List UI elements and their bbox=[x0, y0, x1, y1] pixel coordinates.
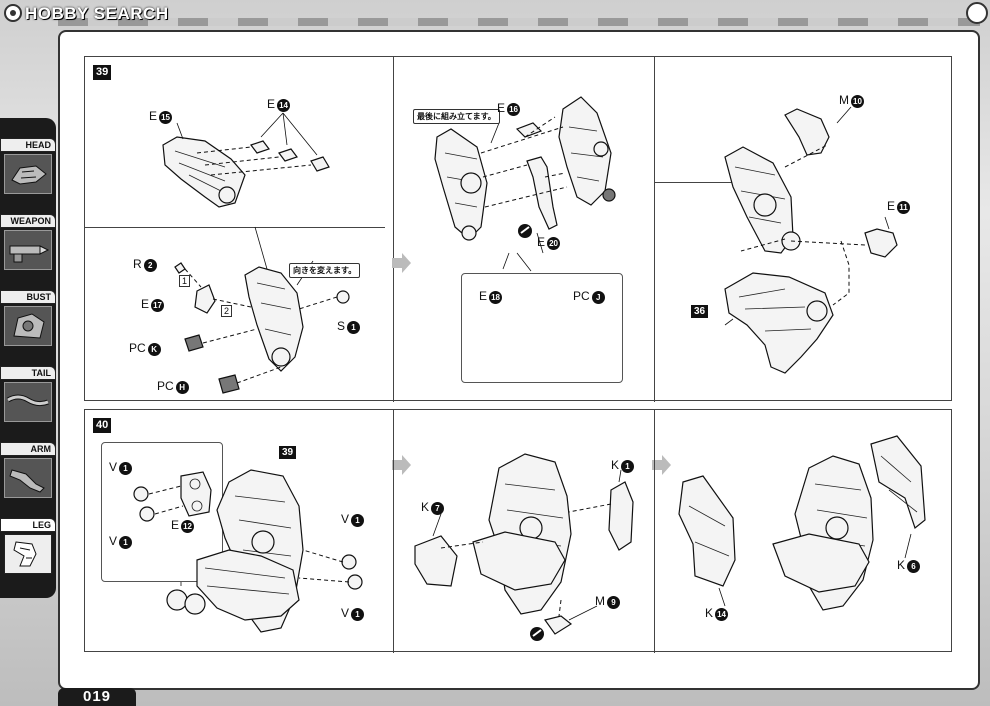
note-assemble-last: 最後に組み立てます。 bbox=[413, 109, 500, 124]
nav-item-bust[interactable]: BUST bbox=[0, 290, 56, 346]
head-icon bbox=[4, 154, 52, 194]
reference-step-36: 36 bbox=[691, 305, 709, 318]
note-change-direction: 向きを変えます。 bbox=[289, 263, 361, 278]
panel-divider bbox=[654, 57, 655, 402]
nav-tab-label: TAIL bbox=[0, 366, 56, 380]
nav-item-head[interactable]: HEAD bbox=[0, 138, 56, 194]
reference-step-39: 39 bbox=[279, 446, 297, 459]
step-40-parts-diagram bbox=[133, 435, 926, 641]
nav-tab-label: HEAD bbox=[0, 138, 56, 152]
step-39-parts-diagram bbox=[162, 96, 898, 394]
hobby-search-logo-icon bbox=[4, 4, 22, 22]
part-leg-frame bbox=[244, 266, 304, 372]
step-number: 40 bbox=[93, 418, 112, 433]
nav-item-leg[interactable]: LEG bbox=[0, 518, 56, 574]
nav-tab-label: ARM bbox=[0, 442, 56, 456]
frame-top-stripe bbox=[58, 18, 980, 26]
leg-icon bbox=[4, 534, 52, 574]
next-arrow-icon bbox=[650, 454, 672, 476]
nav-item-weapon[interactable]: WEAPON bbox=[0, 214, 56, 270]
step-number: 39 bbox=[93, 65, 112, 80]
panel-divider bbox=[85, 227, 385, 228]
order-marker-1: 1 bbox=[179, 275, 190, 287]
panel-divider bbox=[393, 57, 394, 402]
corner-rivet-icon bbox=[966, 2, 988, 24]
section-sidebar: HEAD WEAPON BUST TAIL ARM LEG bbox=[0, 118, 56, 598]
nav-item-arm[interactable]: ARM bbox=[0, 442, 56, 498]
nav-tab-label: WEAPON bbox=[0, 214, 56, 228]
watermark: HOBBY SEARCH bbox=[4, 4, 169, 24]
part-e11 bbox=[864, 228, 898, 258]
panel-divider bbox=[393, 410, 394, 653]
next-arrow-icon bbox=[390, 454, 412, 476]
panel-divider bbox=[654, 410, 655, 653]
next-arrow-icon bbox=[390, 252, 412, 274]
part-ref-36 bbox=[724, 272, 834, 374]
step-39-panel: 39 bbox=[84, 56, 952, 402]
instruction-content: 39 bbox=[84, 56, 952, 656]
part-e16-frame bbox=[558, 96, 612, 206]
nav-tab-label: LEG bbox=[0, 518, 56, 532]
tail-icon bbox=[4, 382, 52, 422]
bust-icon bbox=[4, 306, 52, 346]
panel-divider bbox=[655, 182, 745, 183]
order-marker-2: 2 bbox=[221, 305, 232, 317]
weapon-icon bbox=[4, 230, 52, 270]
nav-item-tail[interactable]: TAIL bbox=[0, 366, 56, 422]
page-number: 019 bbox=[58, 688, 136, 706]
part-m10 bbox=[784, 108, 830, 156]
nav-tab-label: BUST bbox=[0, 290, 56, 304]
arm-icon bbox=[4, 458, 52, 498]
step-40-panel: 40 bbox=[84, 409, 952, 653]
